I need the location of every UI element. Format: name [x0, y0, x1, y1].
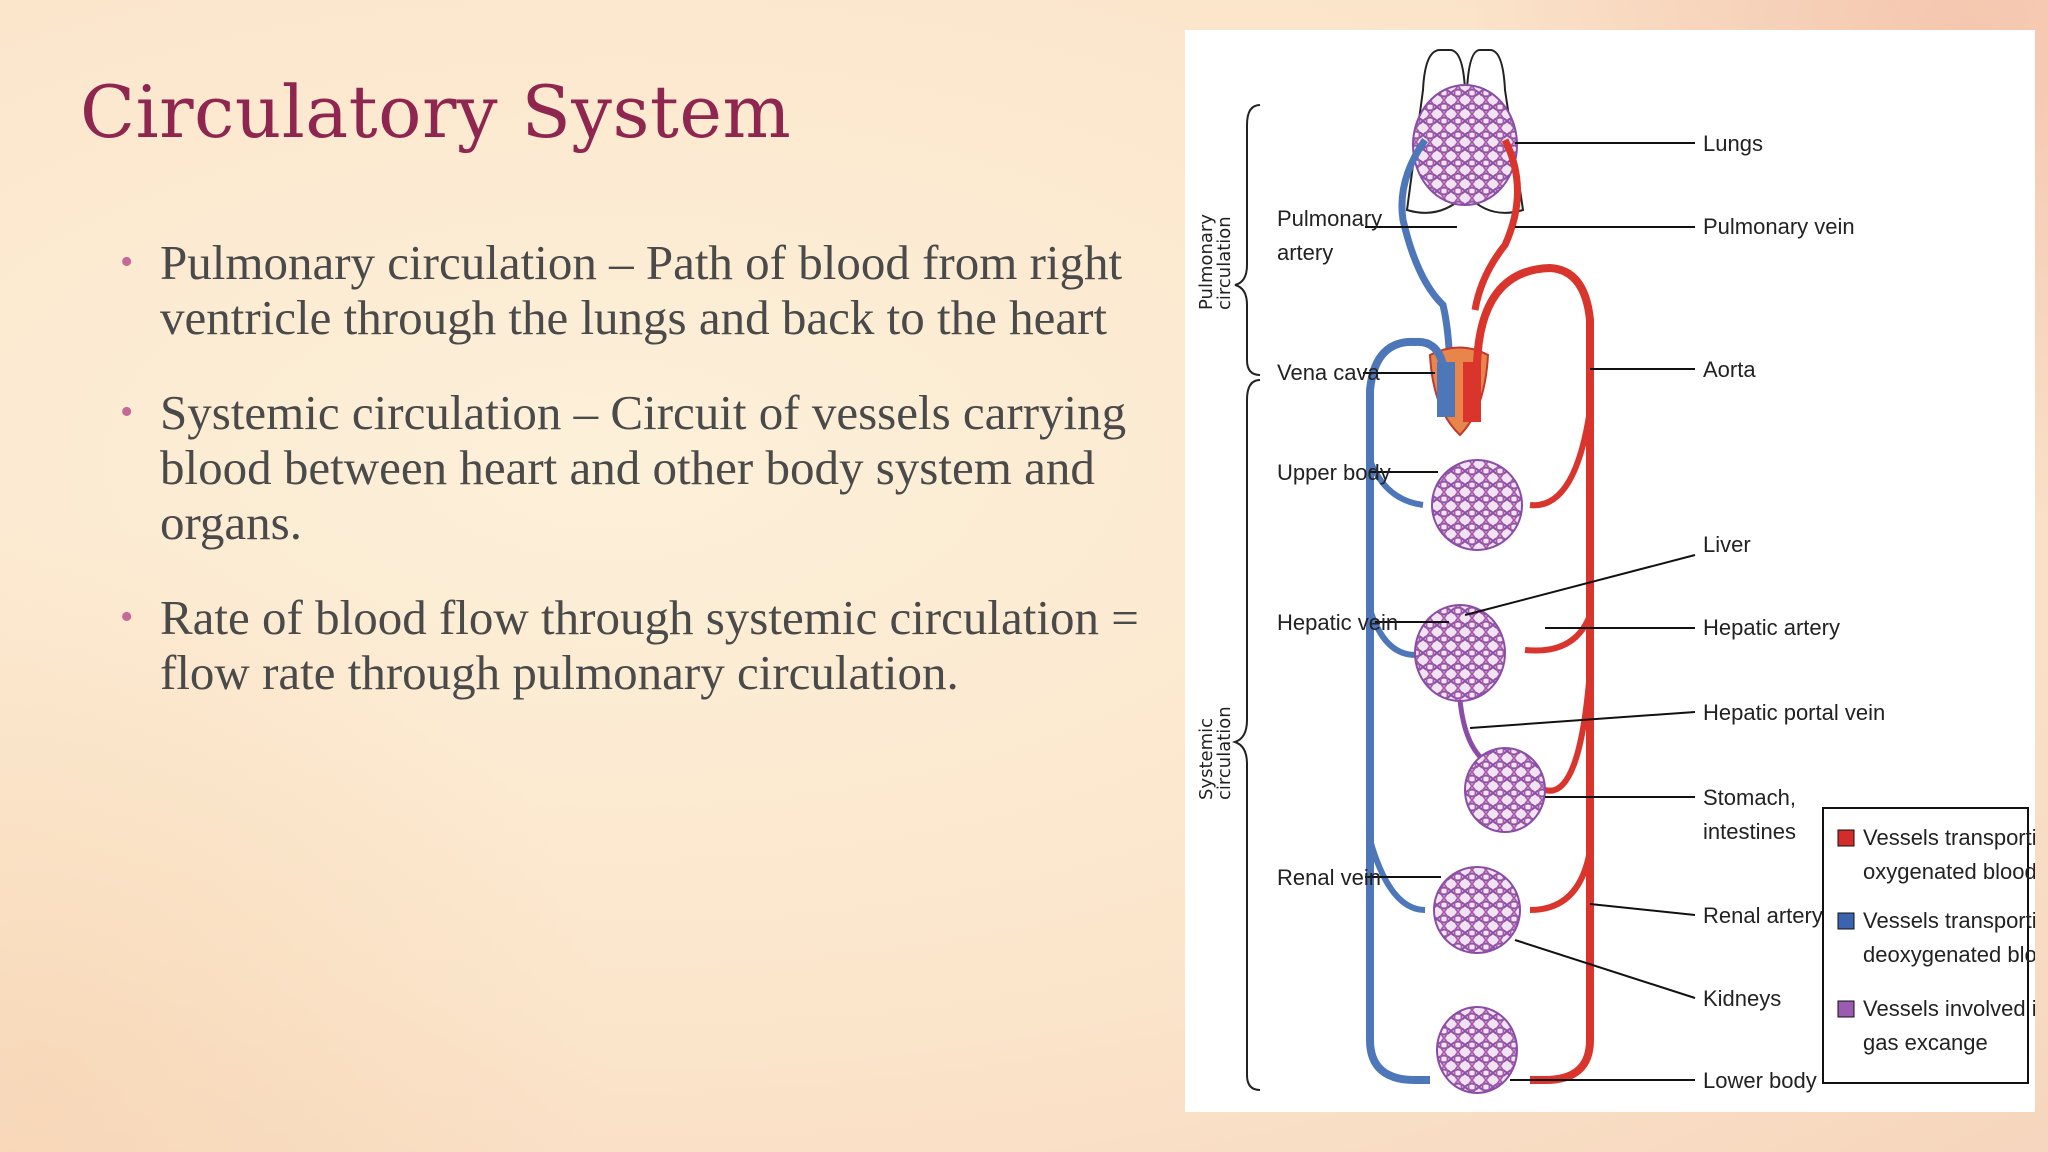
- circulation-diagram: Pulmonary circulation Systemic circulati…: [1185, 30, 2035, 1112]
- systemic-brace-line2: circulation: [1214, 706, 1235, 800]
- systemic-brace-line1: Systemic: [1196, 718, 1217, 800]
- bullet-item: • Systemic circulation – Circuit of vesse…: [118, 385, 1178, 550]
- leader-kidneys: [1514, 939, 1696, 999]
- systemic-brace: [1231, 379, 1261, 1091]
- label-hepatic-vein: Hepatic vein: [1277, 610, 1398, 635]
- legend-box: [1822, 807, 2029, 1084]
- hepatic-artery-vessel: [1524, 613, 1593, 654]
- label-pulmonary-artery-line2: artery: [1277, 240, 1333, 265]
- label-stomach-line1: Stomach,: [1703, 785, 1796, 810]
- pulmonary-brace: [1234, 104, 1261, 376]
- legend-swatch-deoxygenated: [1837, 912, 1855, 930]
- label-kidneys: Kidneys: [1703, 986, 1781, 1011]
- stomach-capillaries: [1464, 747, 1546, 833]
- heart-left-chamber: [1437, 362, 1455, 417]
- systemic-brace-label: Systemic circulation: [1196, 706, 1235, 800]
- liver-capillaries: [1414, 604, 1506, 702]
- upper-body-artery: [1529, 409, 1593, 509]
- diagram-svg: Pulmonary circulation Systemic circulati…: [1196, 49, 2035, 1094]
- bullet-item: • Rate of blood flow through systemic cir…: [118, 590, 1178, 700]
- stomach-artery: [1544, 669, 1593, 794]
- bullet-text: Pulmonary circulation – Path of blood fr…: [160, 235, 1123, 345]
- label-hepatic-portal-vein: Hepatic portal vein: [1703, 700, 1885, 725]
- pulmonary-vein-vessel: [1471, 138, 1521, 311]
- leader-renal-artery: [1589, 903, 1696, 916]
- label-stomach-line2: intestines: [1703, 819, 1796, 844]
- leader-hepatic-portal-vein: [1469, 711, 1696, 729]
- bullet-list: • Pulmonary circulation – Path of blood f…: [118, 235, 1178, 740]
- pulmonary-artery-vessel: [1398, 137, 1454, 371]
- leader-liver: [1464, 554, 1696, 616]
- lower-body-capillaries: [1436, 1006, 1518, 1094]
- legend-deoxygenated-line2: deoxygenated blood: [1863, 942, 2035, 967]
- renal-vein-vessel: [1367, 839, 1426, 913]
- bullet-text: Systemic circulation – Circuit of vessel…: [160, 385, 1127, 550]
- vena-cava-vessel: [1366, 337, 1447, 1084]
- legend-deoxygenated-line1: Vessels transporting: [1863, 908, 2035, 933]
- legend-gas-exchange-line2: gas excange: [1863, 1030, 1988, 1055]
- legend-oxygenated-line1: Vessels transporting: [1863, 825, 2035, 850]
- label-stomach: Stomach, intestines: [1703, 785, 1802, 844]
- label-renal-vein: Renal vein: [1277, 865, 1381, 890]
- label-renal-artery: Renal artery: [1703, 903, 1823, 928]
- upper-body-capillaries: [1431, 459, 1523, 551]
- label-pulmonary-vein: Pulmonary vein: [1703, 214, 1855, 239]
- pulmonary-brace-line1: Pulmonary: [1196, 214, 1217, 310]
- label-pulmonary-artery: Pulmonary artery: [1277, 206, 1388, 265]
- label-lower-body: Lower body: [1703, 1068, 1817, 1093]
- renal-artery-vessel: [1529, 849, 1593, 913]
- lungs-capillaries: [1412, 84, 1518, 206]
- legend-oxygenated-line2: oxygenated blood: [1863, 859, 2035, 884]
- pulmonary-brace-label: Pulmonary circulation: [1196, 208, 1235, 310]
- label-pulmonary-artery-line1: Pulmonary: [1277, 206, 1382, 231]
- legend-gas-exchange-line1: Vessels involved in: [1863, 996, 2035, 1021]
- bullet-marker: •: [120, 391, 134, 433]
- upper-body-vein: [1367, 458, 1424, 508]
- legend-label-oxygenated: Vessels transporting oxygenated blood: [1863, 825, 2035, 884]
- kidney-capillaries: [1433, 866, 1521, 954]
- label-lungs: Lungs: [1703, 131, 1763, 156]
- bullet-text: Rate of blood flow through systemic circ…: [160, 590, 1139, 700]
- aorta-vessel: [1473, 263, 1594, 1084]
- pulmonary-brace-line2: circulation: [1214, 216, 1235, 310]
- label-aorta: Aorta: [1703, 357, 1756, 382]
- label-vena-cava: Vena cava: [1277, 360, 1381, 385]
- hepatic-vein-vessel: [1367, 609, 1416, 658]
- bullet-marker: •: [120, 241, 134, 283]
- label-hepatic-artery: Hepatic artery: [1703, 615, 1840, 640]
- label-liver: Liver: [1703, 532, 1751, 557]
- bullet-marker: •: [120, 596, 134, 638]
- legend-swatch-gas-exchange: [1837, 1000, 1855, 1018]
- legend-label-deoxygenated: Vessels transporting deoxygenated blood: [1863, 908, 2035, 967]
- bullet-item: • Pulmonary circulation – Path of blood f…: [118, 235, 1178, 345]
- label-upper-body: Upper body: [1277, 460, 1391, 485]
- legend-swatch-oxygenated: [1837, 829, 1855, 847]
- legend-label-gas-exchange: Vessels involved in gas excange: [1863, 996, 2035, 1055]
- heart-right-chamber: [1463, 362, 1481, 422]
- slide-title: Circulatory System: [80, 70, 792, 154]
